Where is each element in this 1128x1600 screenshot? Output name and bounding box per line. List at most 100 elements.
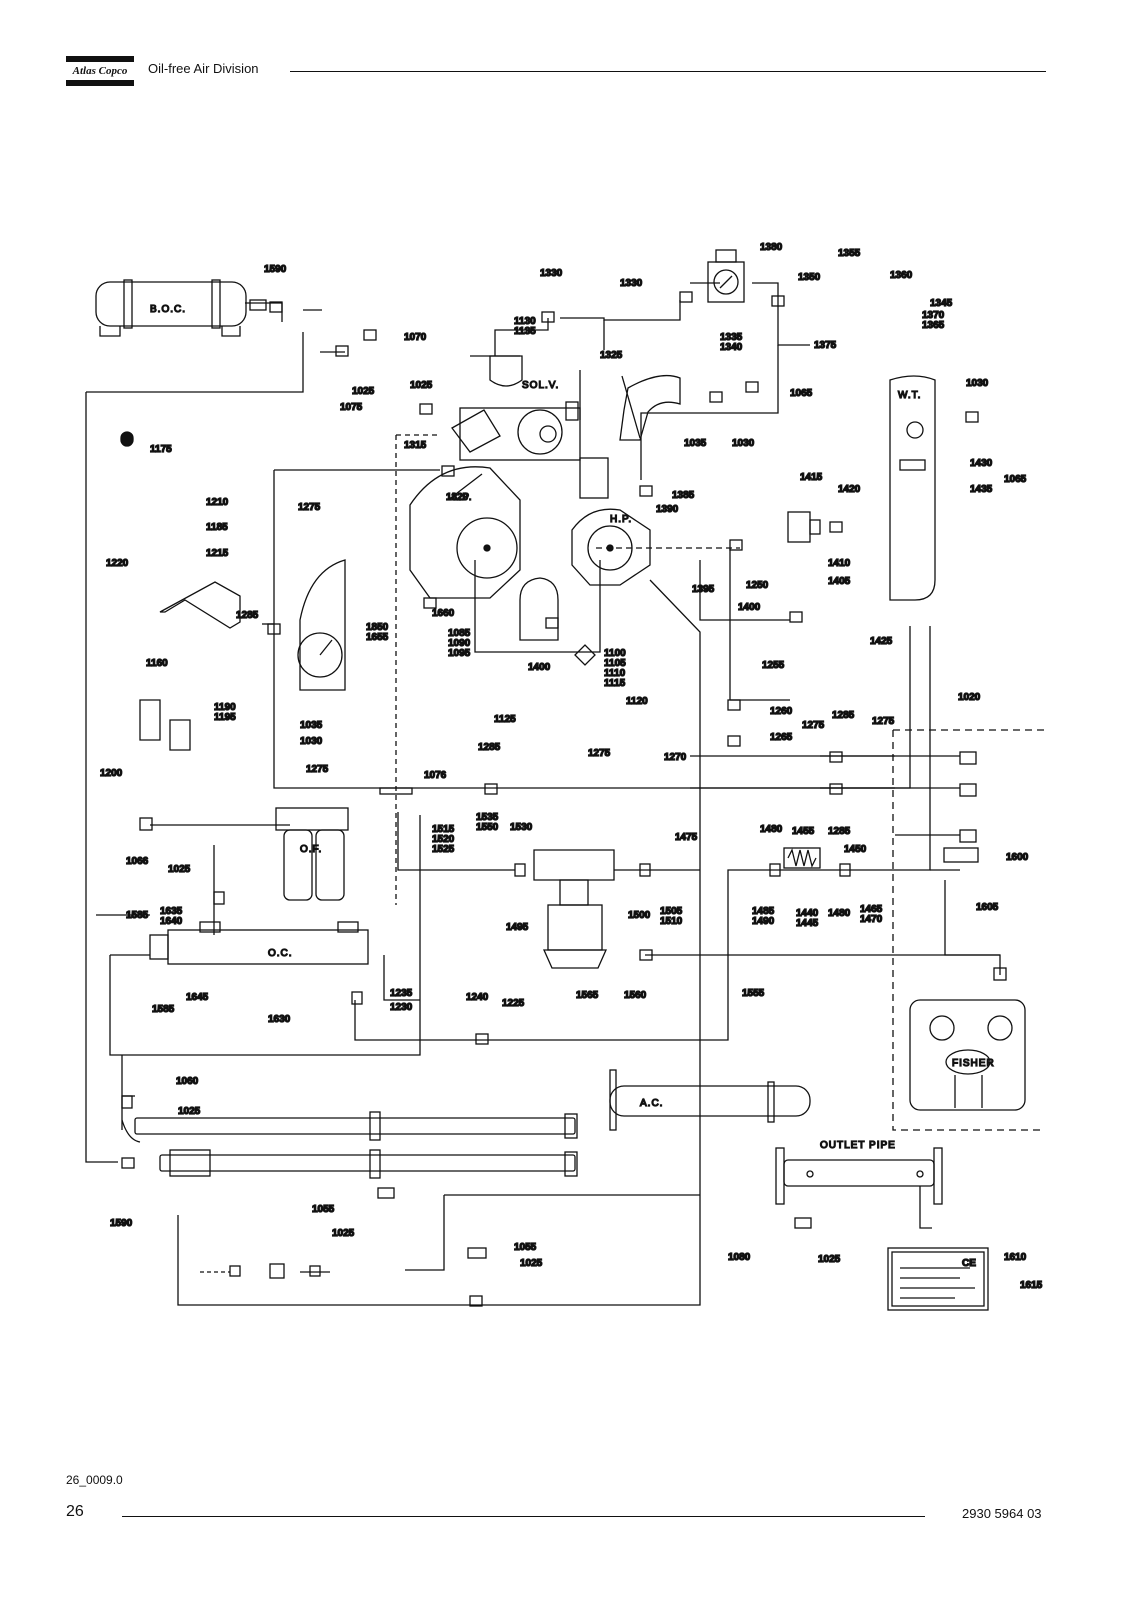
callout: 1250 (746, 580, 769, 591)
header-rule (290, 71, 1046, 72)
callout: 1610 (1004, 1252, 1027, 1263)
callout: 1055 (312, 1204, 335, 1215)
callout: 1190 (214, 702, 236, 713)
boc-tank: B.O.C. (95, 279, 267, 337)
callout: 1350 (798, 272, 821, 283)
callout: 1105 (604, 658, 626, 669)
atlas-copco-logo: Atlas Copco (66, 52, 134, 88)
callout: 1200 (100, 768, 123, 779)
plug-part (120, 431, 134, 447)
callout: 1635 (160, 906, 183, 917)
callout: 1025 (352, 386, 375, 397)
callout: 1645 (186, 992, 209, 1003)
callout: 1395 (692, 584, 715, 595)
callout: 1095 (448, 648, 471, 659)
callout: 1275 (306, 764, 329, 775)
dryer-unit: FISHER (909, 999, 1026, 1111)
callout: 1435 (970, 484, 993, 495)
callout: 1270 (664, 752, 687, 763)
boc-label: B.O.C. (150, 304, 186, 315)
callout: 1365 (922, 320, 945, 331)
hp-stage-label: H.P. (610, 514, 632, 525)
callout: 1560 (624, 990, 647, 1001)
callout: 1660 (432, 608, 455, 619)
water-manifold-upper (121, 1111, 578, 1143)
callout: 1390 (656, 504, 679, 515)
callout: 1225 (502, 998, 525, 1009)
aftercooler-label: A.C. (640, 1098, 663, 1109)
callout: 1055 (514, 1242, 537, 1253)
callout: 1485 (752, 906, 775, 917)
oil-cooler: O.C. (149, 921, 369, 965)
callout: 1465 (860, 904, 883, 915)
data-plate: CE (887, 1247, 989, 1311)
division-title: Oil-free Air Division (148, 61, 259, 76)
callout: 1530 (510, 822, 533, 833)
mounting-brackets (139, 699, 191, 751)
callout: 1285 (828, 826, 851, 837)
callout: 1340 (720, 342, 743, 353)
callout: 1345 (930, 298, 953, 309)
outlet-pipe: OUTLET PIPE (775, 1139, 943, 1229)
callout: 1025 (332, 1228, 355, 1239)
callout: 1380 (760, 242, 783, 253)
callout: 1495 (506, 922, 529, 933)
callout: 1605 (976, 902, 999, 913)
callout: 1285 (236, 610, 259, 621)
callout: 1500 (628, 910, 651, 921)
callout: 1600 (1006, 852, 1029, 863)
oil-filter-label: O.F. (300, 844, 322, 855)
callout: 1260 (770, 706, 793, 717)
callout: 1030 (966, 378, 989, 389)
callout: 1470 (860, 914, 883, 925)
callout: 1615 (1020, 1280, 1043, 1291)
angle-bracket (159, 581, 241, 629)
callout: 1370 (922, 310, 945, 321)
callout: 1060 (176, 1076, 199, 1087)
callout: 1065 (790, 388, 813, 399)
callout: 1275 (588, 748, 611, 759)
callout: 1440 (796, 908, 819, 919)
callout: 1230 (390, 1002, 413, 1013)
callout: 1515 (432, 824, 455, 835)
callout: 1505 (660, 906, 683, 917)
oil-filter: O.F. (275, 807, 349, 901)
brand-wordmark: Atlas Copco (72, 65, 128, 77)
callout: 1480 (760, 824, 783, 835)
callout: 1020 (958, 692, 981, 703)
callout: 1035 (300, 720, 323, 731)
callout: 1475 (675, 832, 698, 843)
callout: 1420 (838, 484, 861, 495)
callout: 1315 (404, 440, 427, 451)
callout: 1330 (540, 268, 563, 279)
callout: 1120 (626, 696, 648, 707)
solenoid-valve: SOL.V. (489, 355, 559, 392)
callout: 1415 (800, 472, 823, 483)
piping-lines (85, 282, 1045, 1306)
water-trap-tank: W.T. (889, 375, 936, 601)
callout: 1590 (264, 264, 287, 275)
callout: 1640 (160, 916, 183, 927)
page-number: 26 (66, 1503, 84, 1520)
callout: 1085 (448, 628, 471, 639)
callout: 1110 (604, 668, 626, 679)
callout: 1285 (478, 742, 501, 753)
callout: 1025 (410, 380, 433, 391)
callout: 1275 (872, 716, 895, 727)
callout: 1330 (620, 278, 643, 289)
callout: 1335 (720, 332, 743, 343)
callout: 1030 (732, 438, 755, 449)
callout: 1215 (206, 548, 229, 559)
callout: 1175 (150, 444, 172, 455)
callout: 1255 (762, 660, 785, 671)
water-manifold-lower (159, 1149, 578, 1179)
callout: 1510 (660, 916, 683, 927)
flow-restrictor (783, 847, 821, 869)
callout: 1520 (432, 834, 455, 845)
callout: 1405 (828, 576, 851, 587)
lp-stage-label: L.P. (452, 492, 473, 503)
callout: 1210 (206, 497, 229, 508)
drain-valve (787, 511, 821, 543)
callout: 1550 (476, 822, 499, 833)
callout: 1100 (604, 648, 626, 659)
